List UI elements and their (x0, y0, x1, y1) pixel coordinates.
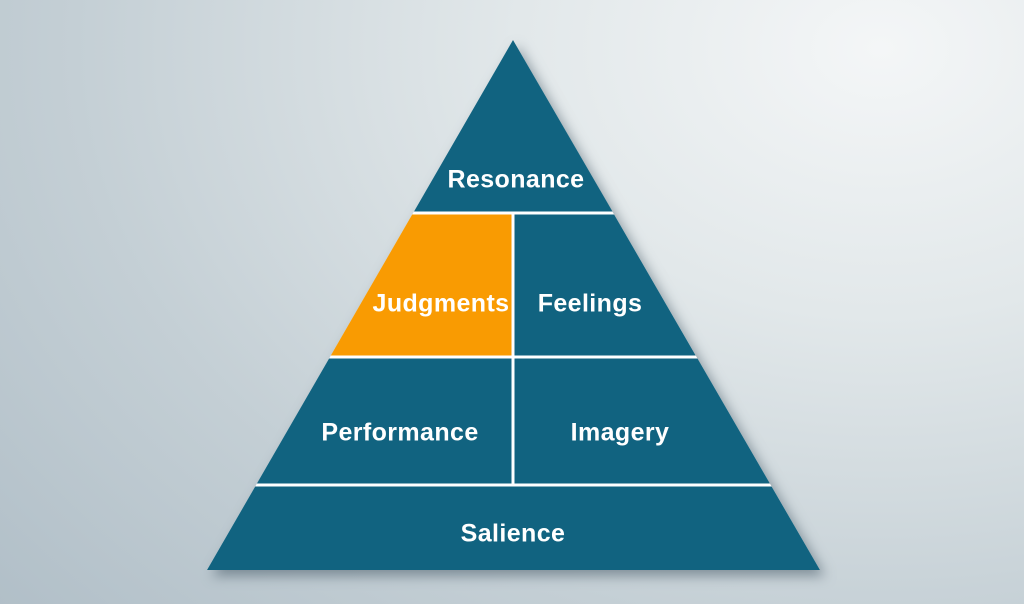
judgments-label: Judgments (372, 289, 510, 318)
resonance-label: Resonance (447, 165, 585, 194)
salience-label: Salience (460, 519, 566, 548)
imagery-label: Imagery (570, 418, 670, 447)
feelings-label: Feelings (537, 289, 643, 318)
performance-label: Performance (321, 418, 479, 447)
